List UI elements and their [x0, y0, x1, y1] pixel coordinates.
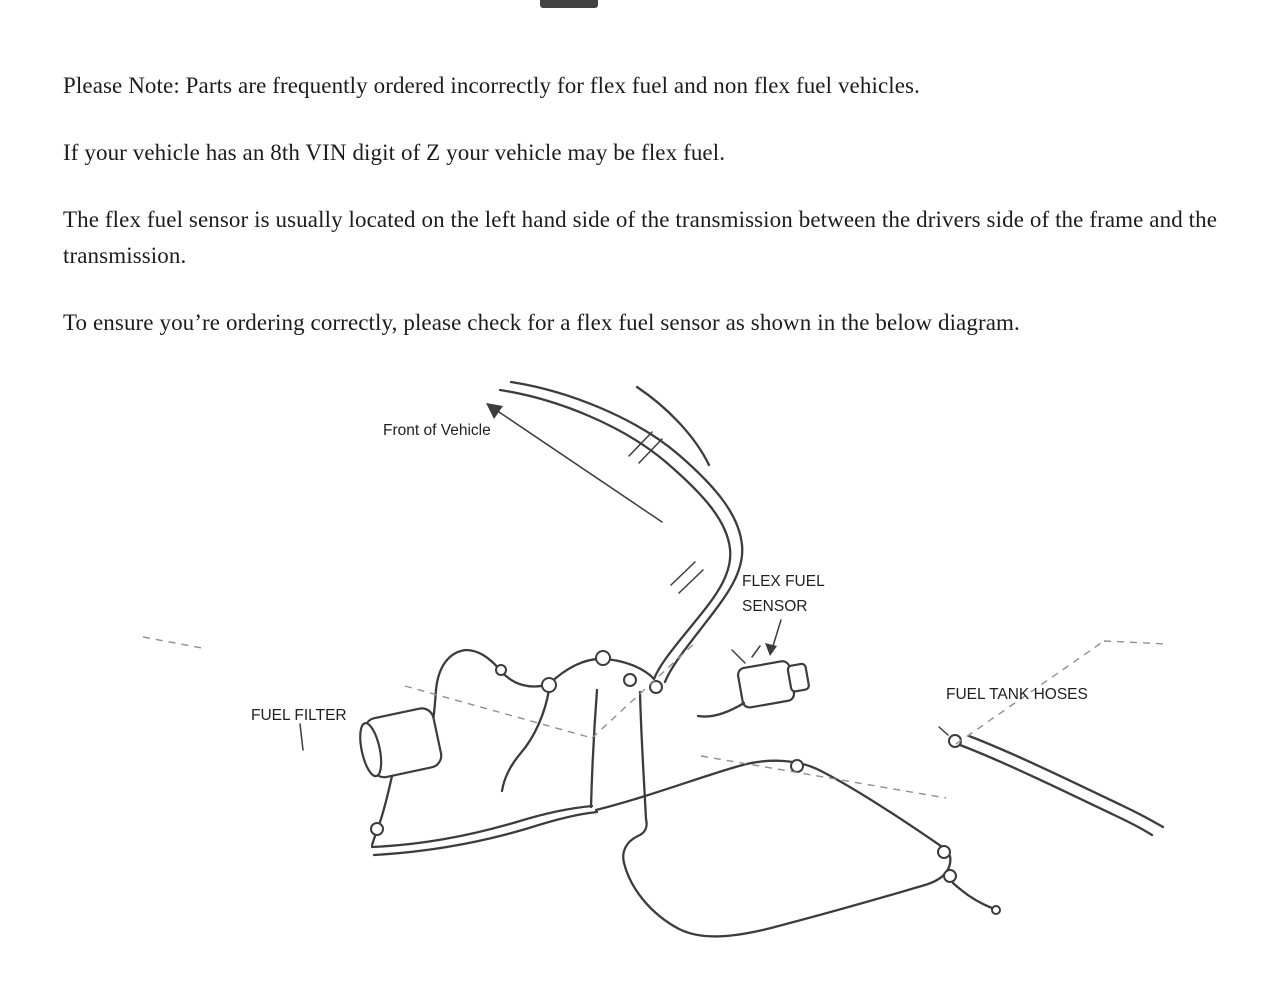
note-paragraph-1: Please Note: Parts are frequently ordere… [63, 73, 920, 98]
fuel-filter-drawing [299, 707, 443, 847]
flex-fuel-sensor-arrow [765, 619, 782, 656]
hose-junction-cluster [431, 648, 663, 821]
flex-fuel-sensor-drawing [696, 645, 810, 718]
notes-section: Please Note: Parts are frequently ordere… [63, 68, 1222, 372]
fuel-line-bundle [498, 380, 744, 684]
label-flex-fuel-sensor: FLEX FUEL SENSOR [742, 573, 825, 615]
note-paragraph-2: If your vehicle has an 8th VIN digit of … [63, 140, 726, 165]
label-front-of-vehicle: Front of Vehicle [383, 422, 491, 439]
front-of-vehicle-arrow [486, 403, 663, 523]
label-fuel-filter: FUEL FILTER [251, 707, 347, 724]
note-paragraph-3: The flex fuel sensor is usually located … [63, 207, 1218, 268]
label-fuel-tank-hoses: FUEL TANK HOSES [946, 686, 1088, 703]
scan-artifact [540, 0, 598, 8]
bottom-loop-hose [622, 817, 1001, 938]
dashed-reference-lines [142, 636, 1169, 799]
underbody-pipes [370, 759, 950, 857]
note-paragraph-4: To ensure you’re ordering correctly, ple… [63, 310, 1020, 335]
fuel-tank-hoses-drawing [938, 726, 1165, 837]
